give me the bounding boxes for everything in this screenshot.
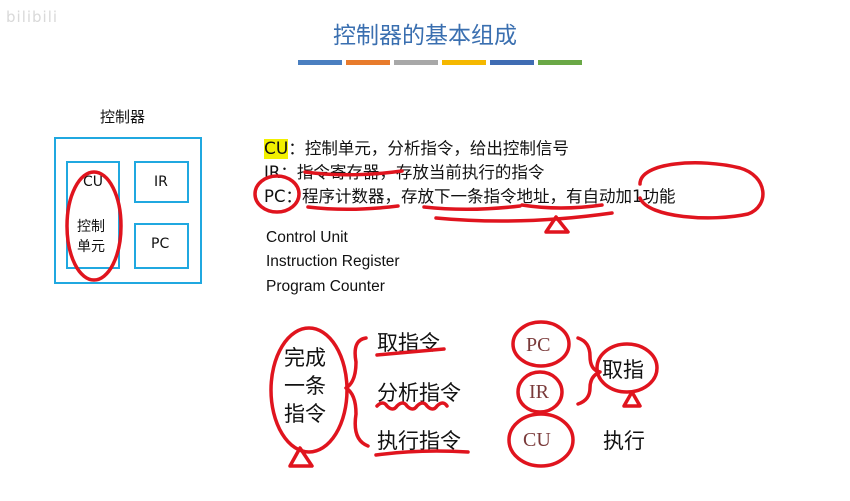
slide-title: 控制器的基本组成 <box>333 23 517 49</box>
ink-mark-triangle <box>544 215 570 234</box>
pc-box <box>134 223 189 269</box>
def-text: 指令寄存器，存放当前执行的指令 <box>296 163 545 182</box>
accent-bar <box>538 60 582 65</box>
def-text: 程序计数器，存放下一条指令地址，有自动加1功能 <box>301 187 676 206</box>
def-sep: ： <box>288 139 305 158</box>
controller-label: 控制器 <box>100 108 146 126</box>
ink-brace-left <box>344 336 370 448</box>
english-pc: Program Counter <box>266 278 385 295</box>
def-abbr: CU <box>264 139 289 159</box>
ink-cu-reg-circle <box>507 412 575 468</box>
ink-left-ellipse <box>269 326 349 454</box>
note-instruction: 指令 <box>284 402 326 426</box>
cu-box-sub2: 单元 <box>77 239 105 255</box>
note-one: 一条 <box>284 374 326 398</box>
def-abbr: PC <box>264 187 286 206</box>
ink-fetch-circle <box>595 342 659 394</box>
ink-underline-long <box>434 211 614 223</box>
ink-left-triangle <box>288 446 314 468</box>
accent-bar <box>490 60 534 65</box>
ink-execute-underline <box>374 449 470 457</box>
note-exec: 执行 <box>603 429 645 453</box>
accent-bar <box>442 60 486 65</box>
controller-box <box>54 137 202 284</box>
cu-box-label: CU <box>83 174 104 190</box>
ink-pc-circle <box>253 174 301 214</box>
reg-ir: IR <box>529 381 549 403</box>
accent-bar <box>298 60 342 65</box>
ink-fetch-triangle <box>622 390 642 408</box>
ink-ir-underline <box>303 169 404 177</box>
english-cu: Control Unit <box>266 229 348 246</box>
ink-underline-store <box>422 204 522 211</box>
ink-pc-reg-circle <box>511 320 571 368</box>
note-fetch: 取指 <box>602 358 644 382</box>
step-execute: 执行指令 <box>377 429 461 453</box>
accent-bar <box>394 60 438 65</box>
def-text: 控制单元，分析指令，给出控制信号 <box>304 139 569 158</box>
ink-brace-right <box>576 336 602 406</box>
reg-pc: PC <box>526 334 551 356</box>
note-complete: 完成 <box>284 346 326 370</box>
ink-cu-ellipse <box>65 170 123 282</box>
ink-fetch-underline <box>375 347 446 357</box>
bilibili-watermark: bilibili <box>6 8 59 26</box>
ir-box <box>134 161 189 203</box>
ink-analyze-underline <box>375 401 449 411</box>
cu-box-sub1: 控制 <box>77 219 105 235</box>
step-analyze: 分析指令 <box>377 381 461 405</box>
ink-auto-circle <box>638 161 765 220</box>
def-cu: CU：控制单元，分析指令，给出控制信号 <box>264 135 569 159</box>
pc-box-label: PC <box>151 236 170 252</box>
ink-ir-reg-circle <box>516 370 564 414</box>
accent-bar <box>346 60 390 65</box>
reg-cu: CU <box>523 429 551 451</box>
english-ir: Instruction Register <box>266 253 400 270</box>
ir-box-label: IR <box>154 174 168 190</box>
ink-underline-program <box>306 204 400 211</box>
accent-bars <box>298 60 582 65</box>
ink-underline-addr <box>520 203 604 210</box>
